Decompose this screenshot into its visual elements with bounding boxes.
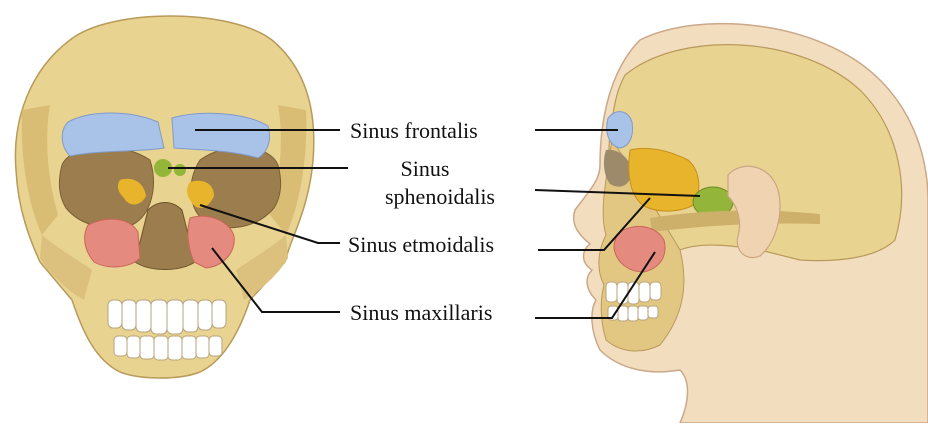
label-sinus-sphenoidalis-line2: sphenoidalis (350, 184, 530, 210)
label-sinus-frontalis: Sinus frontalis (350, 118, 478, 144)
teeth-front-upper (108, 300, 226, 334)
label-sinus-maxillaris: Sinus maxillaris (350, 300, 492, 326)
label-sinus-sphenoidalis-line1: Sinus (350, 156, 500, 182)
teeth-front-lower (114, 336, 222, 360)
sphenoid-sinus-front-b (174, 164, 186, 176)
label-sinus-etmoidalis: Sinus etmoidalis (348, 232, 494, 258)
maxillary-sinus-front-left (85, 219, 140, 267)
skull-front-view (15, 16, 313, 378)
